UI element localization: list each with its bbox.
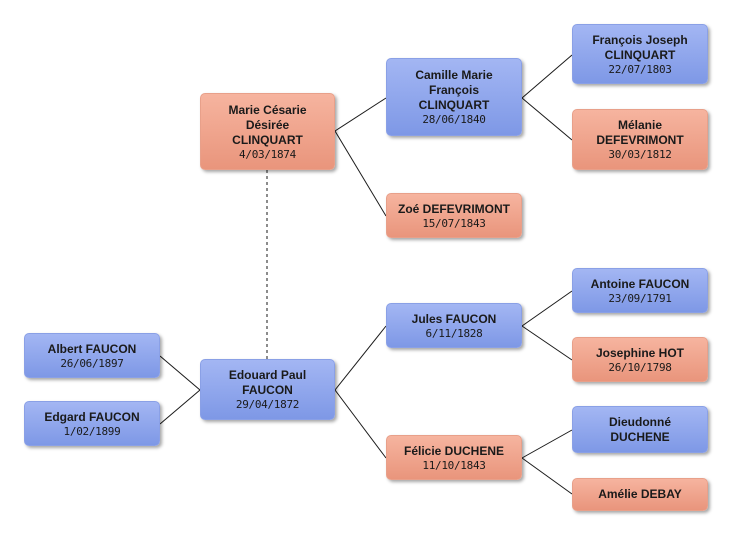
person-name: Albert FAUCON — [47, 341, 137, 356]
person-name: François Joseph — [592, 32, 688, 47]
person-name: Désirée — [245, 117, 290, 132]
person-edouard-faucon[interactable]: Edouard Paul FAUCON 29/04/1872 — [200, 359, 335, 420]
line-marie-zoe — [334, 130, 387, 217]
person-name: Edouard Paul — [228, 368, 307, 382]
person-name: François — [428, 83, 479, 97]
line-felicie-amelie — [521, 457, 573, 495]
person-jules-faucon[interactable]: Jules FAUCON 6/11/1828 — [386, 303, 522, 348]
person-camille-clinquart[interactable]: Camille Marie François CLINQUART 28/06/1… — [386, 58, 522, 136]
person-name: Félicie DUCHENE — [403, 443, 505, 458]
person-date: 28/06/1840 — [422, 113, 486, 126]
person-name: Edgard FAUCON — [44, 409, 140, 424]
person-felicie-duchene[interactable]: Félicie DUCHENE 11/10/1843 — [386, 435, 522, 480]
person-marie-clinquart[interactable]: Marie Césarie Désirée CLINQUART 4/03/187… — [200, 93, 335, 170]
person-josephine-hot[interactable]: Josephine HOT 26/10/1798 — [572, 337, 708, 382]
line-jules-josephine — [521, 325, 573, 361]
line-edouard-jules — [334, 325, 387, 391]
person-name: Antoine FAUCON — [590, 276, 690, 291]
person-name: Marie Césarie — [228, 102, 307, 117]
person-amelie-debay[interactable]: Amélie DEBAY — [572, 478, 708, 511]
person-date: 30/03/1812 — [608, 148, 672, 161]
person-zoe-defevrimont[interactable]: Zoé DEFEVRIMONT 15/07/1843 — [386, 193, 522, 238]
person-name: Jules FAUCON — [411, 311, 497, 326]
person-dieudonne-duchene[interactable]: Dieudonné DUCHENE — [572, 406, 708, 453]
person-date: 22/07/1803 — [608, 62, 672, 76]
person-name: Dieudonné — [609, 414, 671, 429]
person-date: 29/04/1872 — [235, 398, 300, 411]
person-name: Amélie DEBAY — [598, 487, 682, 501]
person-name: CLINQUART — [418, 98, 490, 112]
person-name: Camille Marie — [415, 68, 493, 82]
line-marie-camille — [334, 97, 387, 132]
person-date: 26/10/1798 — [608, 360, 672, 374]
person-name: Mélanie — [617, 118, 662, 132]
person-name: CLINQUART — [604, 47, 676, 62]
person-date: 23/09/1791 — [608, 291, 672, 305]
person-name: CLINQUART — [232, 132, 303, 147]
person-edgard-faucon[interactable]: Edgard FAUCON 1/02/1899 — [24, 401, 160, 446]
line-felicie-dieudonne — [521, 429, 573, 459]
person-name: Zoé DEFEVRIMONT — [397, 201, 510, 216]
person-name: FAUCON — [242, 383, 293, 397]
line-edgard-edouard — [159, 389, 201, 425]
person-name: DUCHENE — [610, 429, 670, 444]
line-albert-edouard — [159, 355, 201, 391]
person-francois-clinquart[interactable]: François Joseph CLINQUART 22/07/1803 — [572, 24, 708, 84]
person-name: DEFEVRIMONT — [596, 133, 684, 147]
person-date: 26/06/1897 — [60, 356, 124, 370]
person-date: 1/02/1899 — [63, 424, 121, 438]
line-camille-francois — [521, 54, 573, 99]
person-date: 4/03/1874 — [239, 147, 296, 161]
person-date: 15/07/1843 — [422, 216, 486, 230]
line-jules-antoine — [521, 290, 573, 327]
line-camille-melanie — [521, 97, 573, 141]
person-date: 6/11/1828 — [425, 326, 483, 340]
person-melanie-defevrimont[interactable]: Mélanie DEFEVRIMONT 30/03/1812 — [572, 109, 708, 170]
person-name: Josephine HOT — [595, 345, 684, 360]
line-edouard-felicie — [334, 389, 387, 459]
person-date: 11/10/1843 — [422, 458, 486, 472]
person-antoine-faucon[interactable]: Antoine FAUCON 23/09/1791 — [572, 268, 708, 313]
person-albert-faucon[interactable]: Albert FAUCON 26/06/1897 — [24, 333, 160, 378]
